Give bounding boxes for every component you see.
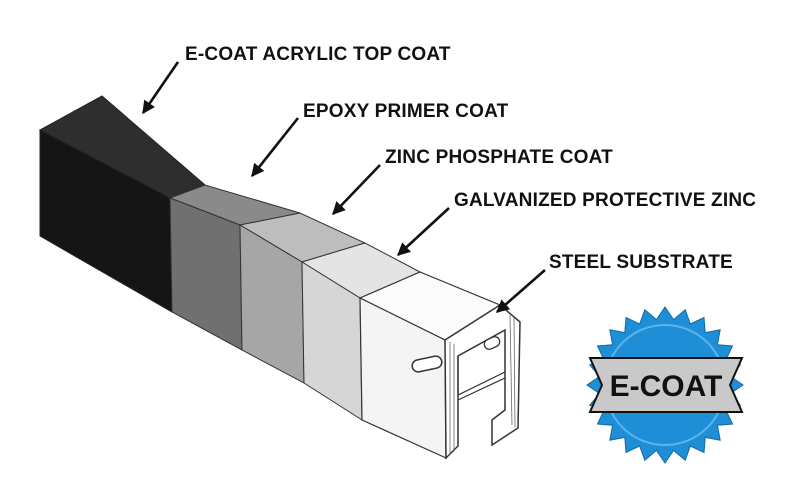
label-primer: EPOXY PRIMER COAT [303,101,509,122]
arrow-top-coat [141,61,180,115]
e-coat-seal-badge: E-COAT [586,306,744,464]
channel-end-profile [444,304,521,460]
label-zinc-phosphate: ZINC PHOSPHATE COAT [385,147,613,168]
coating-edge-lines [449,314,516,455]
label-top-coat: E-COAT ACRYLIC TOP COAT [185,44,451,65]
arrow-substrate [496,269,546,313]
end-slot-hole [483,336,501,350]
label-substrate: STEEL SUBSTRATE [549,252,733,273]
arrow-zinc-phosphate [332,164,381,215]
seal-text: E-COAT [610,370,723,403]
arrow-primer [250,117,300,178]
channel-inner-detail [457,356,506,401]
layer-top-coat [38,95,206,313]
label-galvanized: GALVANIZED PROTECTIVE ZINC [454,190,756,211]
layer-steel-substrate [358,271,521,460]
arrow-galvanized [397,207,450,256]
layer-primer [168,184,301,351]
side-slot-hole [411,355,443,373]
layer-zinc-phosphate [238,212,367,384]
seal-banner [588,357,744,413]
